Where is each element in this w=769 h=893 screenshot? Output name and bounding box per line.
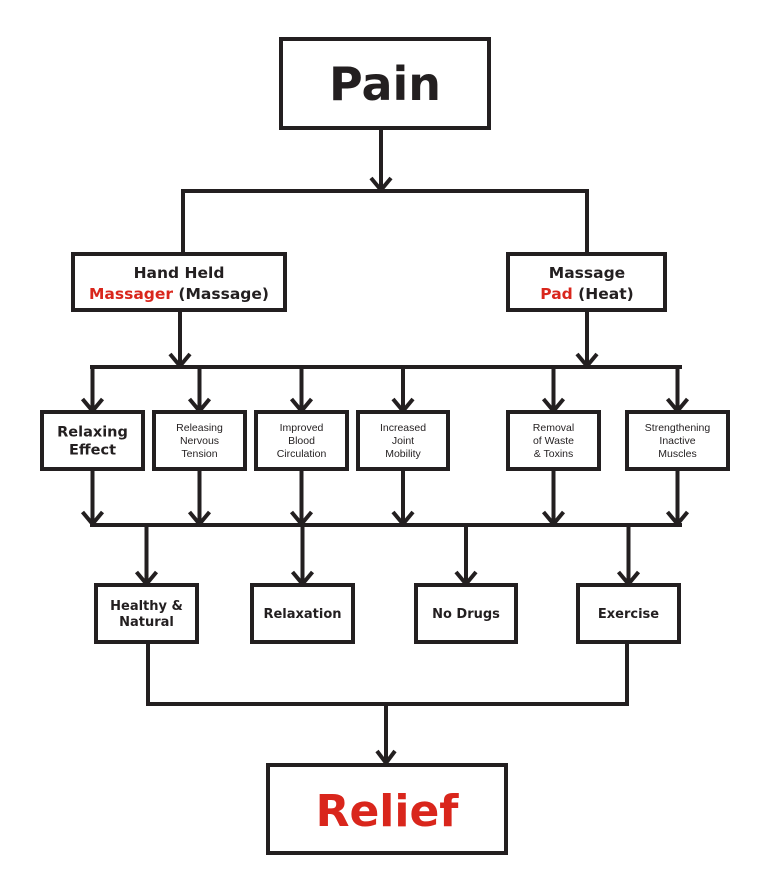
outcome-label-line: Exercise — [598, 607, 659, 622]
massage-pad-line1: Massage — [549, 264, 625, 282]
benefit-label-line: Circulation — [277, 448, 327, 460]
outcome-label-line: Relaxation — [263, 607, 341, 622]
outcome-label-line: No Drugs — [432, 607, 500, 622]
benefit-box — [40, 410, 145, 471]
benefit-label-line: Releasing — [176, 422, 223, 434]
outcome-label-line: Natural — [119, 615, 174, 630]
relief-label: Relief — [316, 786, 460, 837]
benefit-box — [356, 410, 450, 471]
massage-pad-box — [506, 252, 667, 312]
relief-node: Relief — [266, 763, 508, 855]
outcome-box — [576, 583, 681, 644]
benefit-box — [625, 410, 730, 471]
outcome-drop-connectors — [134, 525, 641, 588]
outcome-nodes: Healthy &Natural Relaxation No Drugs Exerci… — [94, 583, 681, 644]
benefit-label-line: Joint — [392, 435, 414, 447]
benefit-label-line: Strengthening — [645, 422, 711, 434]
outcome-node: Relaxation — [250, 583, 355, 644]
hand-held-rest: (Massage) — [173, 285, 269, 303]
pain-label: Pain — [329, 57, 441, 111]
benefit-box — [506, 410, 601, 471]
hand-held-massager-box — [71, 252, 287, 312]
hand-held-line2: Massager (Massage) — [89, 285, 269, 303]
pain-box — [279, 37, 491, 130]
benefit-label-line: Improved — [280, 422, 324, 434]
benefit-box — [152, 410, 247, 471]
outcome-box — [250, 583, 355, 644]
benefit-label-line: Inactive — [659, 435, 695, 447]
pain-node: Pain — [279, 37, 491, 130]
outcome-node: Healthy &Natural — [94, 583, 199, 644]
benefit-label-line: Blood — [288, 435, 315, 447]
outcome-box — [414, 583, 518, 644]
benefit-label-line: & Toxins — [534, 448, 574, 460]
massage-pad-node: Massage Pad (Heat) — [506, 252, 667, 312]
outcome-node: No Drugs — [414, 583, 518, 644]
benefit-label-line: of Waste — [533, 435, 574, 447]
massage-pad-line2: Pad (Heat) — [540, 285, 633, 303]
connectors — [80, 128, 690, 767]
outcome-node: Exercise — [576, 583, 681, 644]
benefit-label-line: Muscles — [658, 448, 697, 460]
benefit-label-line: Removal — [533, 422, 574, 434]
benefit-label-line: Relaxing — [57, 425, 128, 441]
hand-held-line1: Hand Held — [134, 264, 225, 282]
outcome-label-line: Healthy & — [110, 599, 183, 614]
benefit-label-line: Effect — [69, 443, 116, 459]
benefit-label-line: Tension — [181, 448, 217, 460]
benefit-label-line: Nervous — [180, 435, 219, 447]
hand-held-accent: Massager — [89, 285, 173, 303]
benefit-label-line: Mobility — [385, 448, 421, 460]
massage-pad-rest: (Heat) — [573, 285, 634, 303]
benefit-label-line: Increased — [380, 422, 426, 434]
outcome-box — [94, 583, 199, 644]
benefit-nodes: RelaxingEffectReleasingNervousTensionImp… — [40, 410, 730, 471]
massage-pad-accent: Pad — [540, 285, 573, 303]
relief-box — [266, 763, 508, 855]
hand-held-massager-node: Hand Held Massager (Massage) — [71, 252, 287, 312]
benefit-box — [254, 410, 349, 471]
